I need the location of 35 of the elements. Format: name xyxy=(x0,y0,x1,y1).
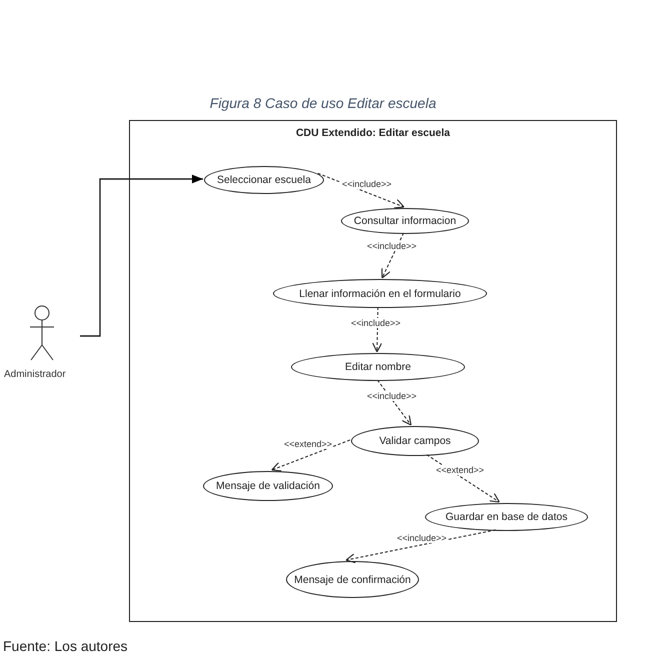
boundary-title: CDU Extendido: Editar escuela xyxy=(294,127,452,139)
use-case-ellipse xyxy=(425,503,588,531)
edge-label: <<include>> xyxy=(366,391,418,401)
use-case-ellipse xyxy=(203,471,333,501)
edge-label: <<include>> xyxy=(366,241,418,251)
figure-title: Figura 8 Caso de uso Editar escuela xyxy=(208,95,438,111)
dependency-arrow xyxy=(345,529,496,564)
actor-label: Administrador xyxy=(4,369,66,380)
dependency-arrow xyxy=(271,440,350,472)
use-case-label: Consultar informacion xyxy=(354,215,456,227)
edge-label: <<extend>> xyxy=(283,439,334,449)
use-case-label: Guardar en base de datos xyxy=(445,511,568,523)
use-case-label: Seleccionar escuela xyxy=(217,174,311,186)
use-case-ellipse xyxy=(351,426,479,456)
association-arrow xyxy=(80,174,203,337)
source-caption: Fuente: Los autores xyxy=(3,638,128,654)
edge-label: <<extend>> xyxy=(435,465,486,475)
use-case-ellipse xyxy=(291,353,465,381)
dependency-arrow xyxy=(372,306,382,353)
dependency-arrow xyxy=(426,454,500,503)
use-case-label: Validar campos xyxy=(379,435,451,447)
dependency-arrow xyxy=(376,380,412,426)
edge-label: <<include>> xyxy=(350,318,402,328)
dependency-arrow xyxy=(317,172,405,208)
use-case-label: Llenar información en el formulario xyxy=(299,288,461,300)
use-case-ellipse xyxy=(286,561,419,598)
use-case-label: Mensaje de confirmación xyxy=(294,574,411,586)
edge-label: <<include>> xyxy=(341,179,393,189)
dependency-arrow xyxy=(381,232,404,279)
use-case-label: Mensaje de validación xyxy=(216,480,320,492)
edge-label: <<include>> xyxy=(396,533,448,543)
use-case-ellipse xyxy=(204,166,324,194)
use-case-ellipse xyxy=(341,208,469,234)
use-case-label: Editar nombre xyxy=(345,361,411,373)
use-case-ellipse xyxy=(273,279,487,308)
